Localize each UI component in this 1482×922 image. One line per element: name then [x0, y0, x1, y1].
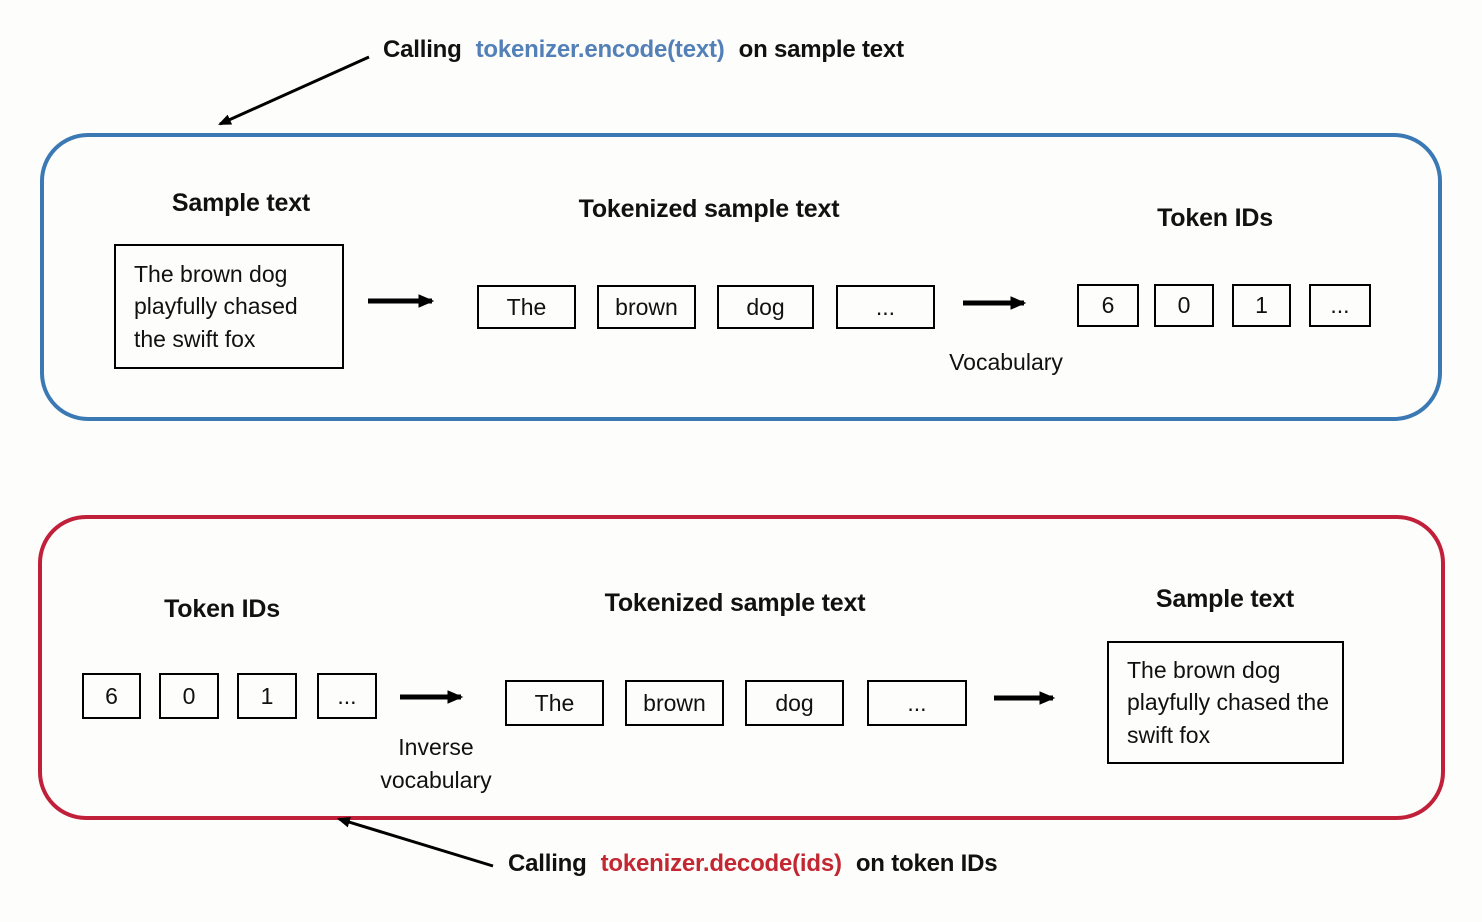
inverse-vocabulary-label: Inverse vocabulary — [380, 734, 492, 793]
token-id-box: 0 — [1154, 284, 1214, 327]
token-id-box: 1 — [237, 673, 297, 719]
encode-caption-arrow — [218, 55, 370, 126]
token-box: The — [505, 680, 604, 726]
token-box: dog — [717, 285, 814, 329]
encode-caption-prefix: Calling — [383, 36, 462, 63]
token-box: brown — [597, 285, 696, 329]
token-id-box: 6 — [1077, 284, 1139, 327]
decode-token-ids-heading: Token IDs — [164, 595, 280, 623]
encode-sample-text-box: The brown dog playfully chased the swift… — [114, 244, 344, 369]
decode-caption: Calling tokenizer.decode(ids) on token I… — [508, 850, 998, 878]
decode-caption-suffix: on token IDs — [855, 850, 998, 877]
token-id-box-ellipsis: ... — [1309, 284, 1371, 327]
decode-tokenized-heading: Tokenized sample text — [604, 589, 866, 617]
token-box: brown — [625, 680, 724, 726]
decode-caption-prefix: Calling — [508, 850, 587, 877]
decode-sample-text-box: The brown dog playfully chased the swift… — [1107, 641, 1344, 764]
decode-caption-arrow — [336, 816, 494, 868]
token-id-box: 6 — [82, 673, 141, 719]
encode-panel: Sample text The brown dog playfully chas… — [40, 133, 1442, 421]
decode-sample-text-heading: Sample text — [1155, 585, 1295, 613]
encode-sample-text: The brown dog playfully chased the swift… — [134, 260, 298, 352]
encode-sample-text-heading: Sample text — [171, 189, 311, 217]
token-box: The — [477, 285, 576, 329]
token-box: dog — [745, 680, 844, 726]
encode-code-text: tokenizer.encode(text) — [475, 36, 725, 63]
decode-code-text: tokenizer.decode(ids) — [600, 850, 842, 877]
token-id-box: 1 — [1232, 284, 1291, 327]
token-id-box-ellipsis: ... — [317, 673, 377, 719]
decode-sample-text: The brown dog playfully chased the swift… — [1127, 656, 1330, 748]
token-box-ellipsis: ... — [836, 285, 935, 329]
encode-token-ids-heading: Token IDs — [1157, 204, 1273, 232]
vocabulary-label: Vocabulary — [949, 349, 1063, 375]
token-id-box: 0 — [159, 673, 219, 719]
decode-panel: Token IDs 6 0 1 ... Inverse vocabulary T… — [38, 515, 1445, 820]
encode-tokenized-heading: Tokenized sample text — [578, 195, 840, 223]
encode-caption: Calling tokenizer.encode(text) on sample… — [383, 36, 904, 64]
token-box-ellipsis: ... — [867, 680, 967, 726]
encode-caption-suffix: on sample text — [738, 36, 904, 63]
